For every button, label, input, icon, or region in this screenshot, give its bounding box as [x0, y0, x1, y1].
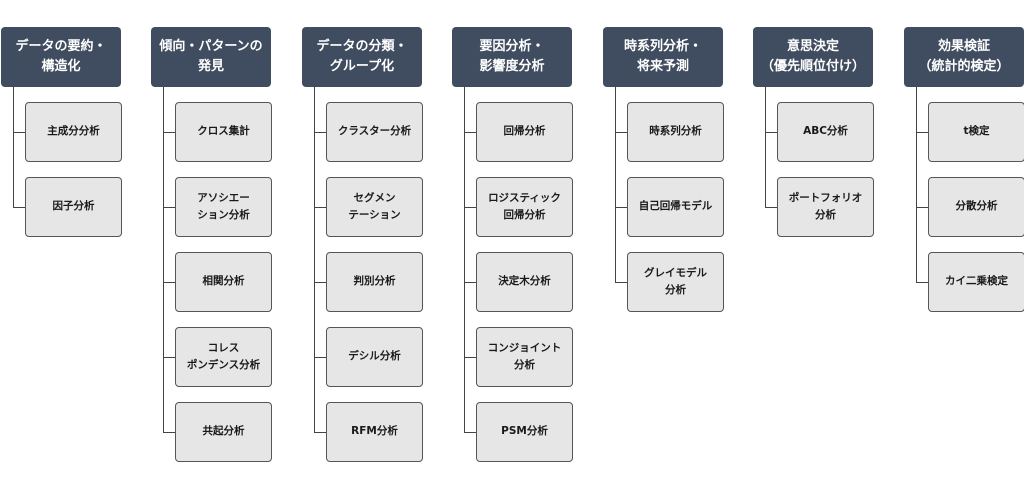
tree-connector-vertical — [615, 87, 616, 282]
tree-connector-branch — [464, 282, 476, 283]
method-box: カイ二乗検定 — [928, 252, 1024, 312]
category-header: 傾向・パターンの 発見 — [151, 27, 271, 87]
tree-connector-branch — [464, 357, 476, 358]
tree-connector-branch — [615, 207, 627, 208]
method-box: 主成分分析 — [25, 102, 122, 162]
tree-connector-branch — [314, 432, 326, 433]
tree-connector-branch — [314, 357, 326, 358]
tree-connector-branch — [314, 207, 326, 208]
method-box: 因子分析 — [25, 177, 122, 237]
tree-connector-branch — [163, 357, 175, 358]
tree-connector-vertical — [916, 87, 917, 282]
category-column: 意思決定 （優先順位付け） ABC分析ポートフォリオ 分析 — [753, 0, 875, 491]
tree-connector-vertical — [13, 87, 14, 207]
method-box: 共起分析 — [175, 402, 272, 462]
category-column: データの分類・ グループ化クラスター分析セグメン テーション判別分析デシル分析 R… — [302, 0, 424, 491]
method-box: 自己回帰モデル — [627, 177, 724, 237]
tree-connector-branch — [163, 132, 175, 133]
method-box: 相関分析 — [175, 252, 272, 312]
tree-connector-branch — [765, 132, 777, 133]
method-box: コレス ポンデンス分析 — [175, 327, 272, 387]
category-header: 意思決定 （優先順位付け） — [753, 27, 873, 87]
tree-connector-branch — [13, 207, 25, 208]
method-box: 回帰分析 — [476, 102, 573, 162]
tree-connector-branch — [464, 207, 476, 208]
tree-connector-branch — [464, 432, 476, 433]
category-header: データの要約・ 構造化 — [1, 27, 121, 87]
method-box: アソシエー ション分析 — [175, 177, 272, 237]
method-box: t検定 — [928, 102, 1024, 162]
method-box: 判別分析 — [326, 252, 423, 312]
tree-connector-vertical — [163, 87, 164, 432]
tree-connector-branch — [163, 207, 175, 208]
category-column: 時系列分析・ 将来予測時系列分析自己回帰モデルグレイモデル 分析 — [603, 0, 725, 491]
method-box: セグメン テーション — [326, 177, 423, 237]
category-column: データの要約・ 構造化主成分分析因子分析 — [1, 0, 123, 491]
tree-connector-branch — [916, 207, 928, 208]
tree-connector-branch — [314, 282, 326, 283]
category-header: 効果検証 （統計的検定） — [904, 27, 1024, 87]
category-column: 要因分析・ 影響度分析回帰分析ロジスティック 回帰分析決定木分析コンジョイント … — [452, 0, 574, 491]
tree-connector-branch — [13, 132, 25, 133]
method-box: ABC分析 — [777, 102, 874, 162]
tree-connector-branch — [314, 132, 326, 133]
tree-connector-branch — [916, 132, 928, 133]
category-header: 時系列分析・ 将来予測 — [603, 27, 723, 87]
method-box: クラスター分析 — [326, 102, 423, 162]
method-box: 決定木分析 — [476, 252, 573, 312]
method-box: ロジスティック 回帰分析 — [476, 177, 573, 237]
method-box: 分散分析 — [928, 177, 1024, 237]
tree-connector-vertical — [765, 87, 766, 207]
method-box: 時系列分析 — [627, 102, 724, 162]
tree-connector-branch — [163, 432, 175, 433]
tree-connector-branch — [615, 282, 627, 283]
method-box: デシル分析 — [326, 327, 423, 387]
category-header: データの分類・ グループ化 — [302, 27, 422, 87]
tree-connector-branch — [916, 282, 928, 283]
method-box: RFM分析 — [326, 402, 423, 462]
category-column: 効果検証 （統計的検定） t検定分散分析カイ二乗検定 — [904, 0, 1024, 491]
method-box: コンジョイント 分析 — [476, 327, 573, 387]
tree-connector-branch — [163, 282, 175, 283]
method-box: PSM分析 — [476, 402, 573, 462]
tree-connector-vertical — [314, 87, 315, 432]
tree-connector-vertical — [464, 87, 465, 432]
tree-connector-branch — [765, 207, 777, 208]
category-header: 要因分析・ 影響度分析 — [452, 27, 572, 87]
tree-connector-branch — [464, 132, 476, 133]
category-column: 傾向・パターンの 発見クロス集計アソシエー ション分析相関分析コレス ポンデンス… — [151, 0, 273, 491]
method-box: ポートフォリオ 分析 — [777, 177, 874, 237]
method-box: グレイモデル 分析 — [627, 252, 724, 312]
method-box: クロス集計 — [175, 102, 272, 162]
tree-connector-branch — [615, 132, 627, 133]
